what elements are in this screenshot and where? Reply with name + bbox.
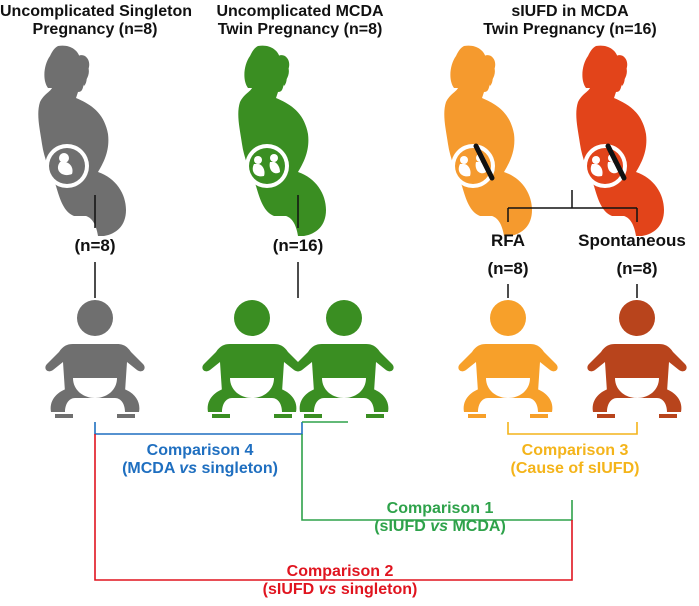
comparison3-label: Comparison 3 (Cause of sIUFD) (470, 442, 680, 478)
rfa-mother-icon (444, 45, 532, 237)
pregnant-woman-icon (38, 45, 126, 237)
connector-lines (94, 190, 638, 298)
spontaneous-mother-icon (576, 45, 664, 237)
siufd-title-line1: sIUFD in MCDA (511, 3, 629, 20)
mcda-offspring-count: (n=16) (272, 236, 324, 255)
pregnant-woman-icon (238, 45, 326, 237)
comparison1-title: Comparison 1 (386, 500, 494, 517)
siufd-title-line2: Twin Pregnancy (n=16) (483, 20, 657, 38)
singleton-mother-icon (38, 45, 126, 237)
singleton-title-line2: Pregnancy (n=8) (32, 20, 158, 38)
singleton-group-title: Uncomplicated Singleton Pregnancy (n=8) (0, 3, 193, 39)
comparison1-bracket (301, 421, 573, 521)
singleton-baby-icon (45, 300, 145, 418)
singleton-offspring-count: (n=8) (74, 236, 116, 255)
comparison2-label: Comparison 2 (sIUFD vs singleton) (220, 563, 460, 599)
fetus-icon (57, 153, 73, 176)
rfa-count: (n=8) (487, 259, 529, 278)
comparison4-label: Comparison 4 (MCDA vs singleton) (95, 442, 305, 478)
mcda-title-line2: Twin Pregnancy (n=8) (217, 20, 383, 38)
comparison3-detail: (Cause of sIUFD) (510, 459, 640, 477)
singleton-title-line1: Uncomplicated Singleton (0, 3, 193, 20)
comparison3-bracket (507, 422, 638, 435)
rfa-baby-icon (458, 300, 558, 418)
mcda-title-line1: Uncomplicated MCDA (216, 3, 384, 20)
mcda-twin2-baby-icon (294, 300, 394, 418)
baby-icon (45, 300, 145, 418)
baby-icon (587, 300, 687, 418)
comparison3-title: Comparison 3 (521, 442, 629, 459)
comparison1-detail: (sIUFD vs MCDA) (374, 517, 506, 535)
mcda-twin1-baby-icon (202, 300, 302, 418)
comparison4-bracket (94, 422, 303, 435)
mcda-group-title: Uncomplicated MCDA Twin Pregnancy (n=8) (205, 3, 395, 39)
comparison1-label: Comparison 1 (sIUFD vs MCDA) (330, 500, 550, 536)
rfa-label: RFA (491, 231, 525, 250)
comparison4-detail: (MCDA vs singleton) (122, 459, 278, 477)
comparison-brackets (94, 421, 638, 581)
mcda-mother-icon (238, 45, 326, 237)
comparison4-title: Comparison 4 (146, 442, 254, 459)
comparison2-title: Comparison 2 (286, 563, 394, 580)
baby-icon (458, 300, 558, 418)
comparison2-bracket (94, 434, 573, 581)
siufd-group-title: sIUFD in MCDA Twin Pregnancy (n=16) (470, 3, 670, 39)
spontaneous-count: (n=8) (616, 259, 658, 278)
spontaneous-baby-icon (587, 300, 687, 418)
baby-icon (202, 300, 302, 418)
comparison2-detail: (sIUFD vs singleton) (262, 580, 418, 598)
baby-icon (294, 300, 394, 418)
spontaneous-label: Spontaneous (578, 231, 686, 250)
twin-fetuses-icon (252, 154, 280, 177)
